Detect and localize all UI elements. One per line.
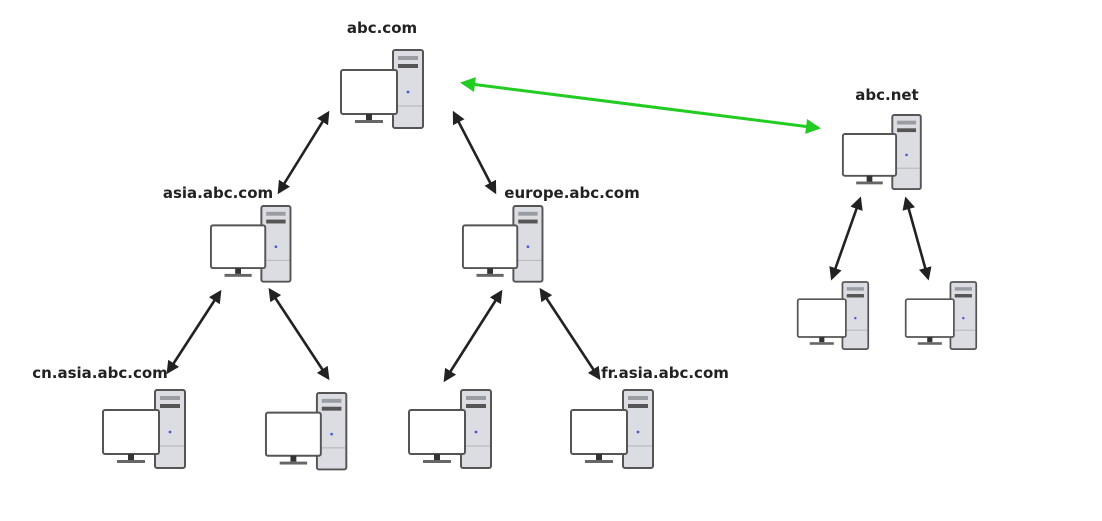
tree-link-arrow — [166, 289, 222, 375]
tree-link-arrow — [268, 287, 330, 381]
tree-link-arrow — [277, 110, 330, 195]
node-label: fr.asia.abc.com — [601, 364, 729, 382]
computer-icon — [340, 49, 424, 129]
tree-link-arrow — [539, 287, 601, 381]
computer-icon — [904, 281, 978, 350]
node-asia: asia.abc.com — [163, 184, 292, 283]
tree-link-arrow — [452, 110, 497, 195]
edges-layer — [166, 77, 932, 383]
computer-icon — [570, 389, 654, 469]
node-net-child-2 — [904, 281, 978, 350]
nodes-layer: abc.com asia.abc.com europe.abc.com cn.asia… — [32, 19, 978, 471]
node-net-child-1 — [796, 281, 870, 350]
node-label: abc.net — [855, 86, 918, 104]
computer-icon — [408, 389, 492, 469]
computer-icon — [209, 205, 292, 283]
node-label: abc.com — [347, 19, 417, 37]
computer-icon — [796, 281, 870, 350]
trust-link-arrow — [460, 77, 821, 134]
node-fr-asia: fr.asia.abc.com — [570, 364, 729, 469]
node-europe: europe.abc.com — [461, 184, 640, 283]
computer-icon — [264, 392, 348, 471]
node-label: asia.abc.com — [163, 184, 273, 202]
node-abc-com: abc.com — [340, 19, 424, 129]
node-label: cn.asia.abc.com — [32, 364, 168, 382]
computer-icon — [102, 389, 186, 469]
computer-icon — [461, 205, 544, 283]
node-asia-child-2 — [264, 392, 348, 471]
tree-link-arrow — [443, 289, 503, 383]
tree-link-arrow — [902, 196, 932, 281]
node-cn-asia: cn.asia.abc.com — [32, 364, 186, 469]
tree-link-arrow — [829, 196, 863, 281]
node-europe-child-1 — [408, 389, 492, 469]
computer-icon — [841, 114, 922, 191]
node-abc-net: abc.net — [841, 86, 922, 191]
node-label: europe.abc.com — [504, 184, 639, 202]
